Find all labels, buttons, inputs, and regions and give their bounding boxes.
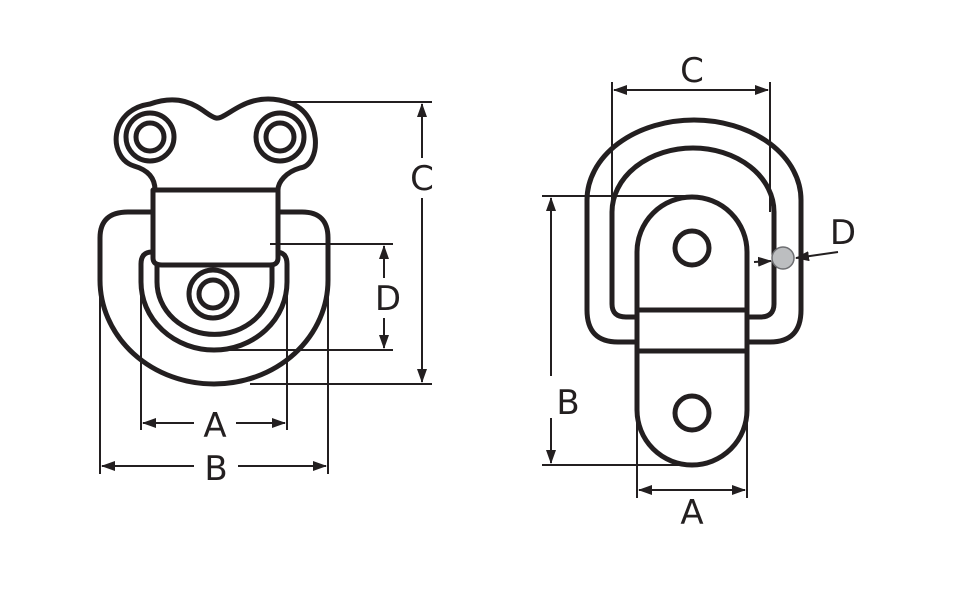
left-plate-hole-right-inner [263, 120, 297, 154]
right-dim-d-arrow-right [795, 251, 839, 262]
right-strap-hole-top [672, 228, 712, 268]
left-plate-hole-left-inner [133, 120, 167, 154]
left-dim-b-label: B [204, 449, 227, 489]
right-hinge-band [634, 307, 750, 354]
left-center-bolt-inner [196, 277, 230, 311]
right-strap-hole-bottom [672, 393, 712, 433]
left-view-d-ring [97, 96, 331, 387]
left-dimensions: A B C D [99, 101, 434, 489]
right-dim-c-label: C [680, 51, 704, 91]
left-center-bolt [186, 267, 240, 321]
left-cavity [154, 261, 275, 337]
right-dim-a-label: A [680, 493, 703, 533]
right-ring-inner [609, 145, 777, 320]
left-dim-a-label: A [203, 406, 226, 446]
right-dim-b-label: B [556, 383, 579, 423]
right-dim-d-label: D [830, 213, 856, 253]
left-ring-outer [97, 209, 331, 387]
right-wire-section [771, 246, 795, 270]
left-dim-d-label: D [375, 279, 401, 319]
left-bracket-block [150, 187, 281, 268]
right-dim-d-arrow-left [753, 256, 772, 267]
left-plate-hole-right [253, 110, 307, 164]
right-dimensions: C B A D [542, 51, 856, 533]
left-plate-hole-left [123, 110, 177, 164]
right-view-d-ring [584, 117, 804, 468]
left-dim-c-label: C [410, 159, 434, 199]
